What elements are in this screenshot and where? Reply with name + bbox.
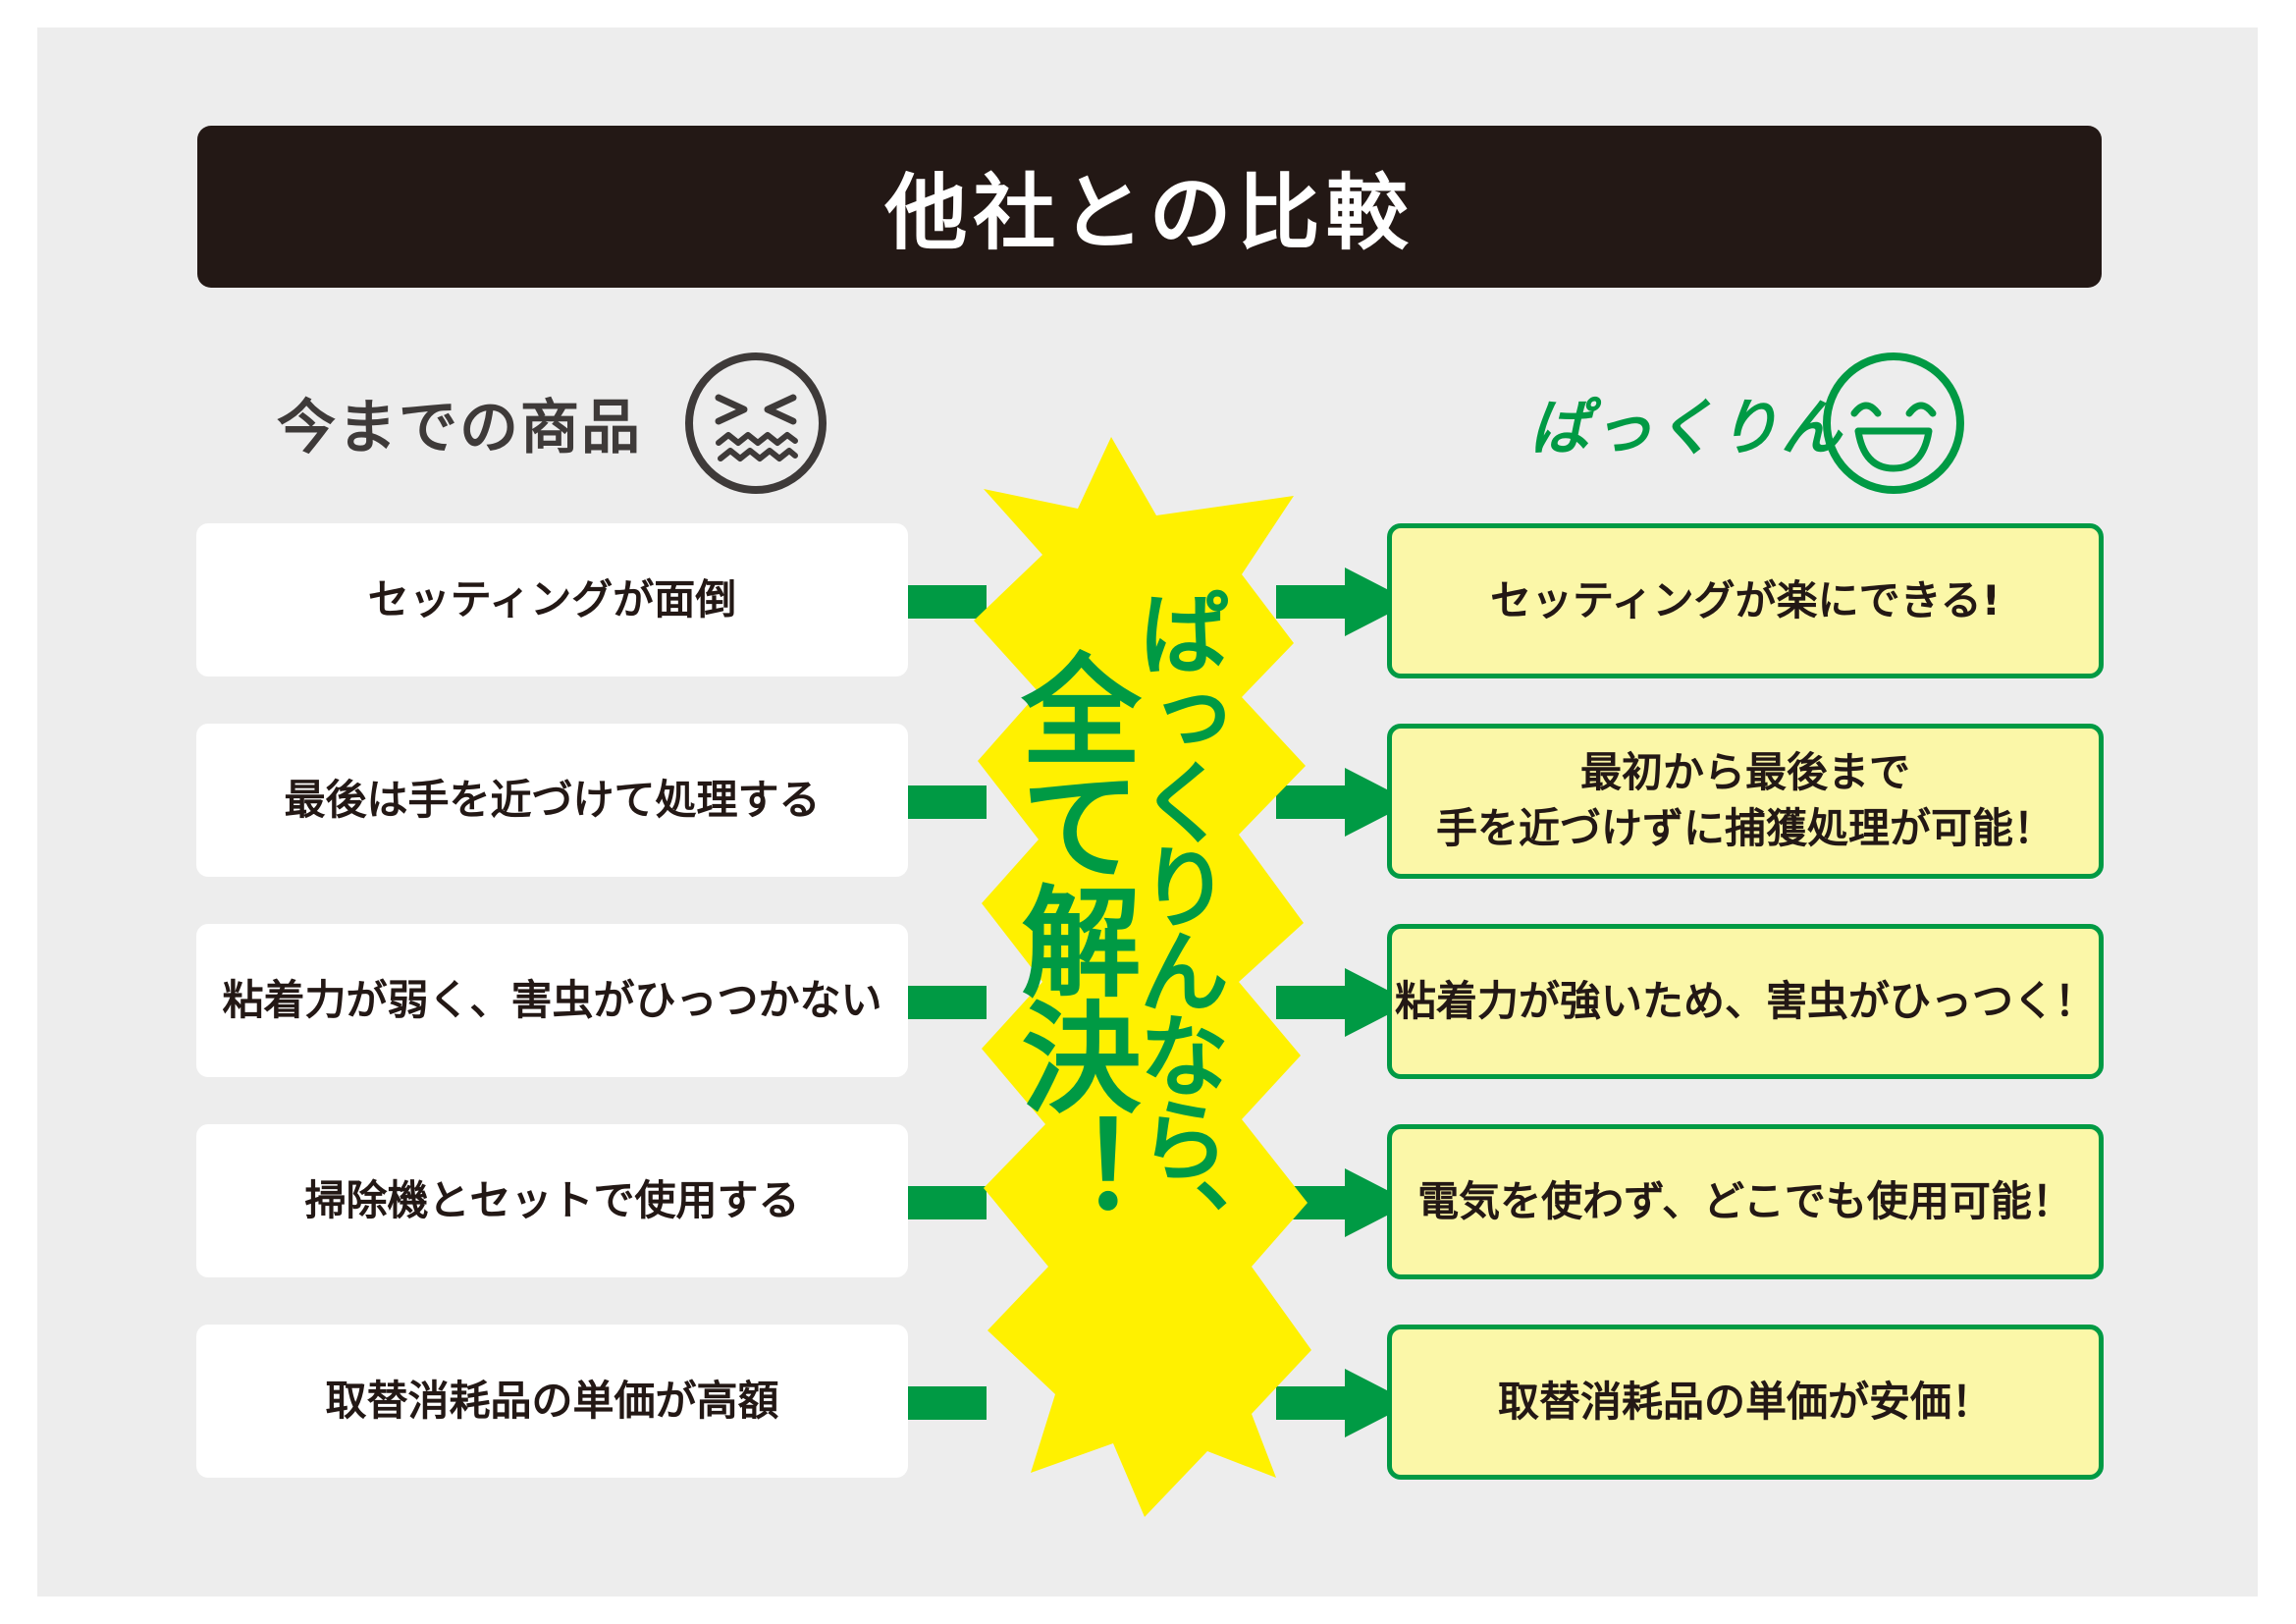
right-item-2: 最初から最後まで 手を近づけずに捕獲処理が可能！ bbox=[1387, 724, 2104, 879]
left-connector-bar-3 bbox=[908, 986, 987, 1019]
frowning-face-icon bbox=[685, 352, 827, 494]
burst-text-line-2: 全て解決！ bbox=[1001, 648, 1141, 1227]
left-connector-bar-4 bbox=[908, 1186, 987, 1219]
left-connector-bar-5 bbox=[908, 1386, 987, 1420]
left-connector-bar-1 bbox=[908, 585, 987, 619]
left-item-3: 粘着力が弱く、害虫がひっつかない bbox=[196, 924, 908, 1077]
left-connector-bars bbox=[908, 585, 987, 1420]
right-arrow-2 bbox=[1276, 768, 1412, 837]
right-arrow-3 bbox=[1276, 968, 1412, 1037]
left-item-5: 取替消耗品の単価が高額 bbox=[196, 1325, 908, 1478]
right-item-1: セッティングが楽にできる! bbox=[1387, 523, 2104, 678]
right-arrow-1 bbox=[1276, 568, 1412, 636]
right-arrow-5 bbox=[1276, 1369, 1412, 1437]
burst-text-line-1: ぱっくりんなら、 bbox=[1124, 587, 1229, 1263]
left-column-heading: 今までの商品 bbox=[277, 393, 642, 462]
page-title: 他社との比較 bbox=[884, 165, 1415, 261]
right-column-heading: ぱっくりん bbox=[1529, 392, 1844, 463]
left-item-1: セッティングが面倒 bbox=[196, 523, 908, 677]
right-item-3: 粘着力が強いため、害虫がひっつく！ bbox=[1387, 924, 2104, 1079]
left-connector-bar-2 bbox=[908, 785, 987, 819]
title-bar: 他社との比較 bbox=[197, 126, 2102, 288]
left-item-4: 掃除機とセットで使用する bbox=[196, 1124, 908, 1277]
right-item-4: 電気を使わず、どこでも使用可能！ bbox=[1387, 1124, 2104, 1279]
right-item-5: 取替消耗品の単価が安価！ bbox=[1387, 1325, 2104, 1480]
right-arrows bbox=[1276, 568, 1412, 1437]
left-item-2: 最後は手を近づけて処理する bbox=[196, 724, 908, 877]
right-arrow-4 bbox=[1276, 1168, 1412, 1237]
yellow-burst bbox=[974, 437, 1311, 1517]
smiling-face-icon bbox=[1823, 352, 1964, 494]
